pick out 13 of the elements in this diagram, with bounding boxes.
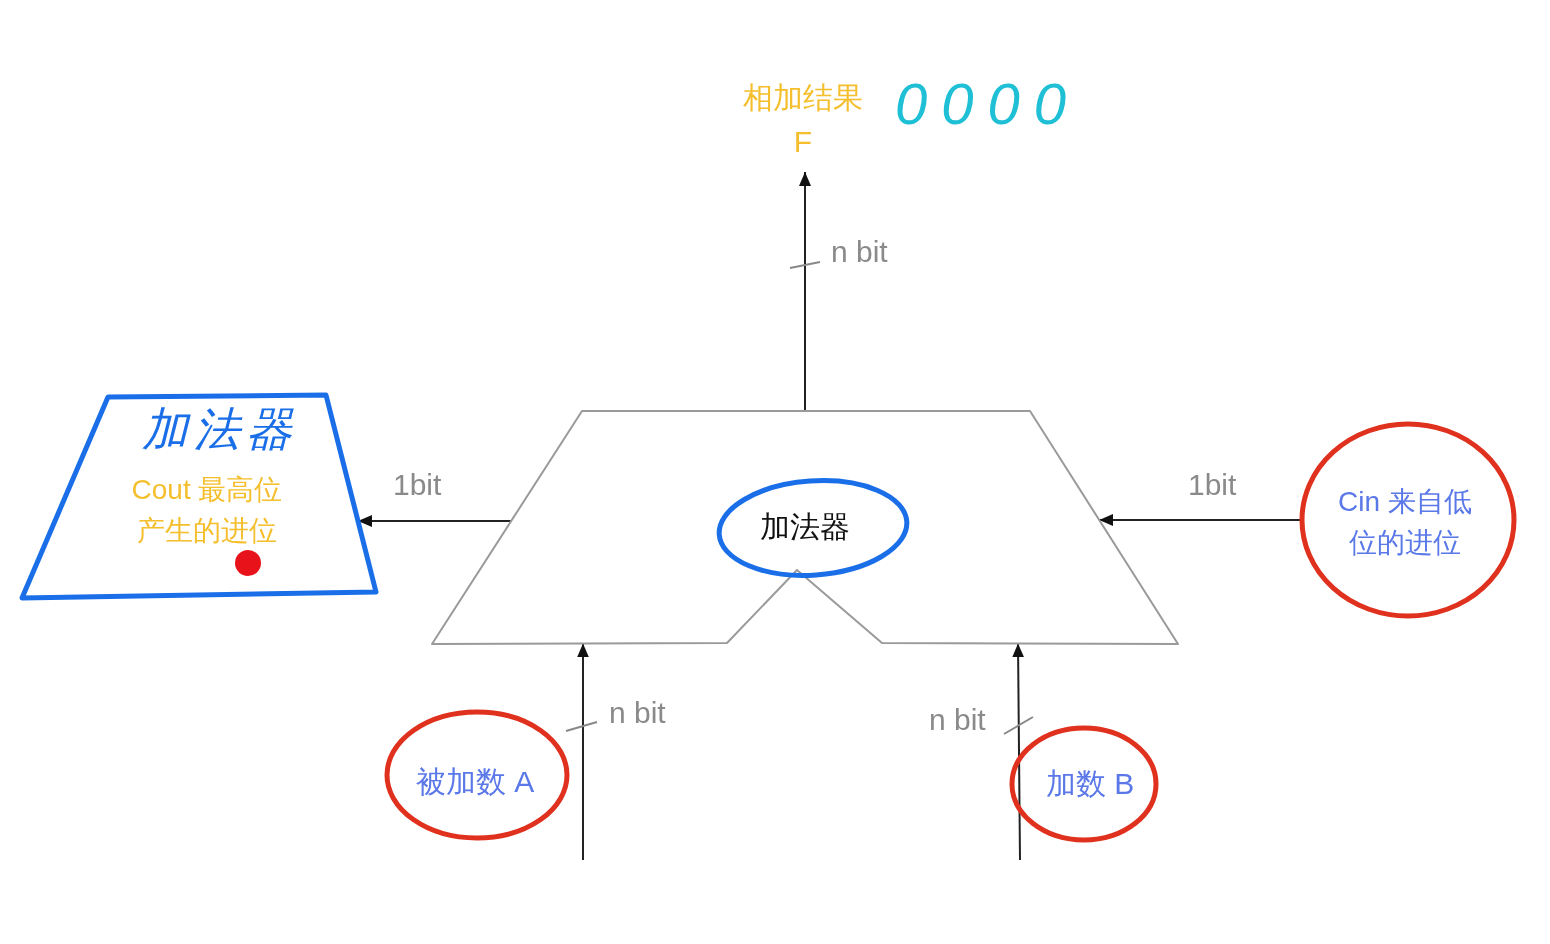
handwritten-label: 0000 xyxy=(895,72,1081,136)
arrow xyxy=(577,642,589,861)
node-label: Cin 来自低位的进位 xyxy=(1337,485,1473,560)
node-label: Cout 最高位产生的进位 xyxy=(130,473,284,548)
handwritten-label: 加法器 xyxy=(141,402,299,457)
node-label: 加数 B xyxy=(1044,766,1136,802)
arrow xyxy=(1012,642,1025,861)
arrow xyxy=(357,515,513,527)
node-label: 被加数 A xyxy=(414,764,536,800)
node-label: 相加结果 F xyxy=(742,80,864,160)
node-label: 加法器 xyxy=(759,509,851,545)
arrow xyxy=(799,171,811,412)
arrow xyxy=(1098,514,1303,526)
